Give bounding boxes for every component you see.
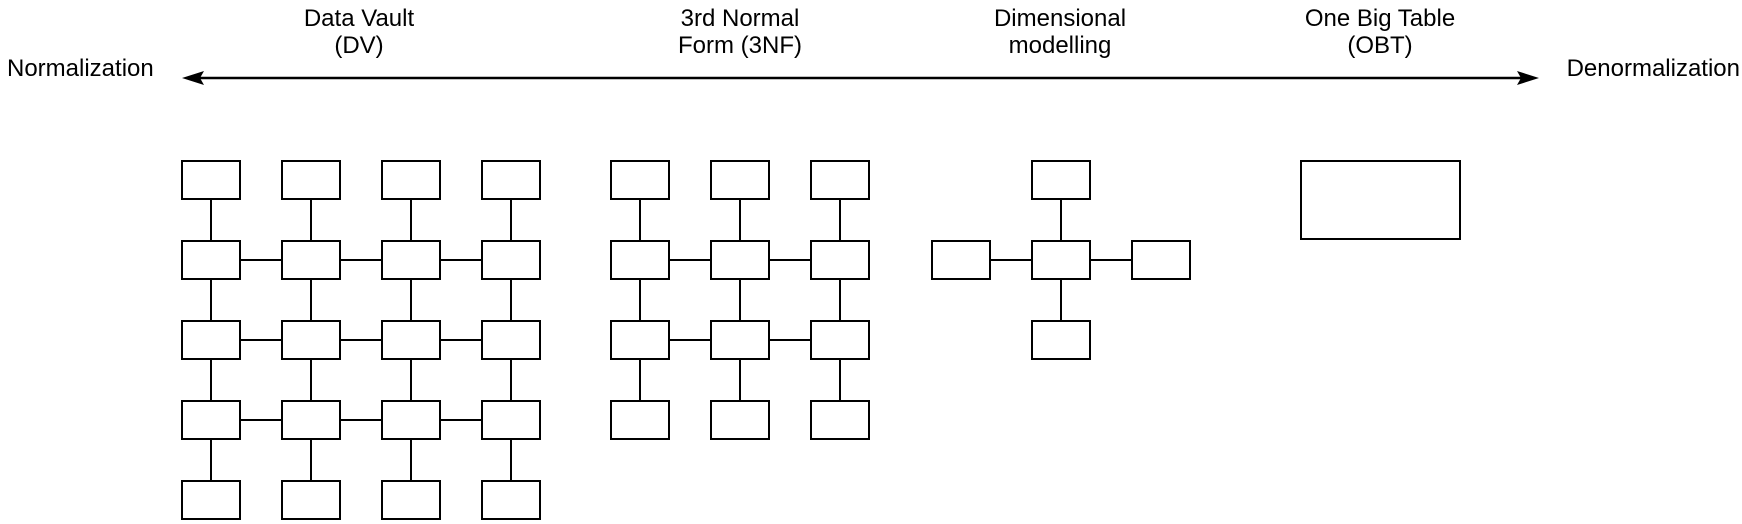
- relationship-connector: [670, 339, 710, 341]
- approach-subtitle: (DV): [334, 32, 384, 59]
- approach-label-dimensional-modelling: Dimensional modelling: [994, 5, 1126, 59]
- approach-label-one-big-table: One Big Table (OBT): [1305, 5, 1455, 59]
- relationship-connector: [639, 200, 641, 240]
- table-box: [810, 240, 870, 280]
- table-box: [381, 480, 441, 520]
- relationship-connector: [510, 360, 512, 400]
- relationship-connector: [441, 259, 481, 261]
- approach-title: Dimensional: [993, 5, 1127, 32]
- relationship-connector: [770, 339, 810, 341]
- relationship-connector: [241, 419, 281, 421]
- table-box: [610, 160, 670, 200]
- relationship-connector: [639, 280, 641, 320]
- relationship-connector: [991, 259, 1031, 261]
- table-box: [381, 400, 441, 440]
- relationship-connector: [210, 200, 212, 240]
- table-box: [281, 480, 341, 520]
- table-box: [1131, 240, 1191, 280]
- relationship-connector: [310, 440, 312, 480]
- table-box: [610, 400, 670, 440]
- relationship-connector: [210, 360, 212, 400]
- relationship-connector: [410, 200, 412, 240]
- approach-title: One Big Table: [1304, 5, 1456, 32]
- relationship-connector: [410, 440, 412, 480]
- table-box: [481, 400, 541, 440]
- denormalization-label: Denormalization: [1566, 55, 1740, 82]
- table-box: [1300, 160, 1461, 240]
- table-box: [710, 400, 770, 440]
- relationship-connector: [210, 280, 212, 320]
- table-box: [481, 160, 541, 200]
- table-box: [181, 240, 241, 280]
- approach-subtitle: (OBT): [1347, 32, 1413, 59]
- table-box: [481, 480, 541, 520]
- table-box: [1031, 320, 1091, 360]
- relationship-connector: [241, 259, 281, 261]
- table-box: [481, 320, 541, 360]
- relationship-connector: [410, 280, 412, 320]
- table-box: [710, 320, 770, 360]
- relationship-connector: [839, 280, 841, 320]
- table-box: [710, 160, 770, 200]
- table-box: [181, 480, 241, 520]
- approach-title: Data Vault: [303, 5, 415, 32]
- approach-subtitle: modelling: [1008, 32, 1112, 59]
- table-box: [710, 240, 770, 280]
- relationship-connector: [770, 259, 810, 261]
- relationship-connector: [839, 200, 841, 240]
- relationship-connector: [341, 419, 381, 421]
- relationship-connector: [739, 200, 741, 240]
- normalization-label: Normalization: [7, 55, 154, 82]
- table-box: [810, 400, 870, 440]
- relationship-connector: [341, 259, 381, 261]
- table-box: [810, 160, 870, 200]
- relationship-connector: [441, 339, 481, 341]
- table-box: [181, 320, 241, 360]
- table-box: [381, 240, 441, 280]
- table-box: [181, 400, 241, 440]
- relationship-connector: [210, 440, 212, 480]
- table-box: [281, 400, 341, 440]
- table-box: [281, 160, 341, 200]
- approach-subtitle: Form (3NF): [678, 32, 802, 59]
- relationship-connector: [341, 339, 381, 341]
- relationship-connector: [639, 360, 641, 400]
- table-box: [281, 320, 341, 360]
- relationship-connector: [839, 360, 841, 400]
- table-box: [931, 240, 991, 280]
- relationship-connector: [310, 280, 312, 320]
- relationship-connector: [510, 440, 512, 480]
- table-box: [810, 320, 870, 360]
- approach-label-data-vault: Data Vault (DV): [304, 5, 414, 59]
- relationship-connector: [241, 339, 281, 341]
- relationship-connector: [310, 200, 312, 240]
- table-box: [610, 320, 670, 360]
- relationship-connector: [510, 280, 512, 320]
- table-box: [610, 240, 670, 280]
- table-box: [1031, 240, 1091, 280]
- relationship-connector: [1060, 280, 1062, 320]
- table-box: [1031, 160, 1091, 200]
- table-box: [281, 240, 341, 280]
- relationship-connector: [1091, 259, 1131, 261]
- table-box: [381, 320, 441, 360]
- relationship-connector: [441, 419, 481, 421]
- relationship-connector: [310, 360, 312, 400]
- table-box: [481, 240, 541, 280]
- table-box: [381, 160, 441, 200]
- approach-title: 3rd Normal: [680, 5, 800, 32]
- relationship-connector: [410, 360, 412, 400]
- relationship-connector: [739, 280, 741, 320]
- relationship-connector: [670, 259, 710, 261]
- relationship-connector: [739, 360, 741, 400]
- approach-label-third-normal-form: 3rd Normal Form (3NF): [678, 5, 802, 59]
- relationship-connector: [1060, 200, 1062, 240]
- table-box: [181, 160, 241, 200]
- relationship-connector: [510, 200, 512, 240]
